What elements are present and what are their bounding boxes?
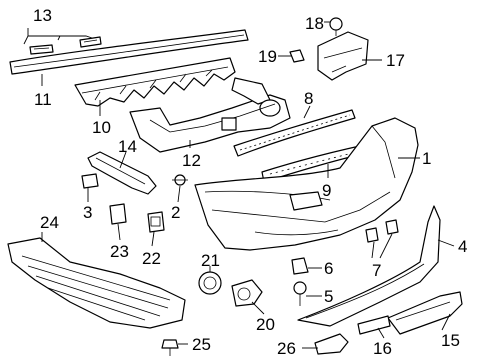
part-10-energy-absorber	[74, 57, 236, 107]
callout-18: 18	[305, 14, 324, 33]
callout-9: 9	[322, 181, 331, 200]
part-24-under-shield	[7, 237, 186, 329]
part-15-skid-plate	[387, 291, 463, 335]
part-3-clip	[81, 173, 99, 189]
callout-24: 24	[40, 213, 59, 232]
part-23-sensor-bracket	[109, 203, 127, 225]
callout-22: 22	[142, 249, 161, 268]
part-4-lower-valance	[297, 205, 441, 327]
callout-12: 12	[182, 151, 201, 170]
part-25-push-pin	[161, 339, 179, 356]
part-26-reflector	[314, 333, 349, 355]
callout-5: 5	[324, 287, 333, 306]
callout-21: 21	[201, 251, 220, 270]
callout-15: 15	[441, 331, 460, 350]
callout-10: 10	[92, 118, 111, 137]
callout-26: 26	[277, 339, 296, 358]
callout-16: 16	[373, 339, 392, 358]
callout-20: 20	[256, 315, 275, 334]
callout-labels: 13 11 10 12 8 9 1 4 7 6 5 15 16 26 20 21…	[33, 6, 467, 358]
part-22-sensor-bracket	[147, 211, 165, 233]
callout-11: 11	[34, 90, 52, 109]
callout-25: 25	[192, 335, 211, 354]
part-7-clips	[365, 219, 399, 243]
callout-2: 2	[171, 203, 180, 222]
callout-17: 17	[386, 51, 405, 70]
callout-23: 23	[110, 242, 129, 261]
callout-14: 14	[118, 137, 137, 156]
part-20-park-sensor	[231, 279, 263, 307]
callout-1: 1	[422, 149, 431, 168]
part-2-screw	[172, 174, 188, 186]
callout-6: 6	[324, 259, 333, 278]
part-19-bolt	[289, 49, 305, 63]
callout-4: 4	[458, 237, 467, 256]
part-16-bracket	[357, 315, 391, 335]
callout-19: 19	[258, 47, 277, 66]
part-8-upper-trim	[233, 109, 356, 157]
part-12-reinforcement	[129, 77, 291, 153]
callout-7: 7	[372, 261, 381, 280]
part-17-mount-bracket	[317, 31, 369, 81]
part-18-push-pin	[329, 17, 343, 36]
leader-lines	[23, 21, 455, 349]
part-14-side-bracket	[87, 151, 157, 195]
part-21-grommet	[198, 271, 222, 295]
callout-3: 3	[83, 203, 92, 222]
part-11-impact-bar	[9, 29, 249, 75]
part-13-pads	[29, 36, 102, 55]
part-1-bumper-cover	[194, 117, 419, 251]
part-6-retainer	[291, 257, 309, 275]
callout-8: 8	[304, 89, 313, 108]
part-5-screw	[293, 281, 307, 306]
callout-13: 13	[33, 6, 52, 25]
